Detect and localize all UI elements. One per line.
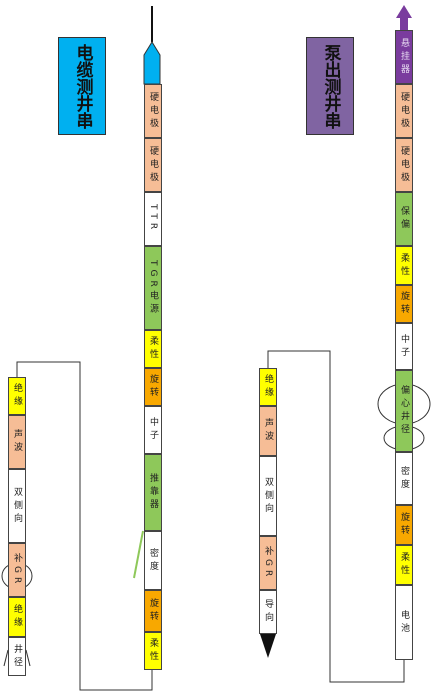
tool-segment: 导向 bbox=[259, 590, 277, 634]
tool-segment: 中子 bbox=[395, 323, 413, 370]
tool-segment: 双侧向 bbox=[8, 469, 26, 543]
tool-segment: 密度 bbox=[395, 452, 413, 505]
tool-segment: 绝缘 bbox=[8, 597, 26, 637]
tool-segment: 推靠器 bbox=[144, 454, 162, 531]
tool-segment: 硬电极 bbox=[395, 138, 413, 192]
guide-nose-icon bbox=[260, 634, 276, 658]
tool-segment: 密度 bbox=[144, 531, 162, 590]
tool-segment: 井径 bbox=[8, 637, 26, 676]
tool-segment: 电池 bbox=[395, 585, 413, 660]
tool-segment: 中子 bbox=[144, 406, 162, 454]
tool-segment: TTR bbox=[144, 192, 162, 246]
tool-segment: 柔性 bbox=[144, 330, 162, 368]
tool-segment: 保偏 bbox=[395, 192, 413, 246]
tool-segment: 补GR bbox=[8, 543, 26, 597]
cable-string-title: 电缆测井串 bbox=[58, 37, 106, 135]
cable-head-icon bbox=[143, 41, 161, 85]
tool-segment: 绝缘 bbox=[8, 377, 26, 415]
right-connector-wire bbox=[267, 350, 405, 683]
tool-segment: 双侧向 bbox=[259, 456, 277, 536]
tool-segment: 硬电极 bbox=[395, 84, 413, 138]
tool-segment: 声波 bbox=[8, 415, 26, 469]
tool-segment: 柔性 bbox=[144, 632, 162, 670]
hanger-segment: 悬挂器 bbox=[395, 30, 413, 84]
tool-segment: 旋转 bbox=[144, 590, 162, 632]
tool-segment: 硬电极 bbox=[144, 84, 162, 138]
pump-string-title: 泵出测井串 bbox=[306, 37, 354, 135]
tool-segment: 补GR bbox=[259, 536, 277, 590]
tool-segment: 旋转 bbox=[144, 368, 162, 406]
pump-arrow-icon bbox=[396, 5, 412, 30]
left-connector-wire bbox=[16, 361, 153, 691]
tool-segment: 柔性 bbox=[395, 246, 413, 285]
tool-segment: 硬电极 bbox=[144, 138, 162, 192]
tool-segment: 旋转 bbox=[395, 505, 413, 545]
caliper-arm-right bbox=[25, 649, 31, 667]
centralizer-strap bbox=[133, 530, 144, 579]
tool-segment: 声波 bbox=[259, 406, 277, 456]
caliper-arm-left bbox=[3, 649, 9, 667]
tool-segment: 偏心井径 bbox=[395, 370, 413, 452]
tool-segment: 旋转 bbox=[395, 285, 413, 323]
tool-segment: 绝缘 bbox=[259, 368, 277, 406]
tool-segment: TGR电源 bbox=[144, 246, 162, 330]
tool-segment: 柔性 bbox=[395, 545, 413, 585]
